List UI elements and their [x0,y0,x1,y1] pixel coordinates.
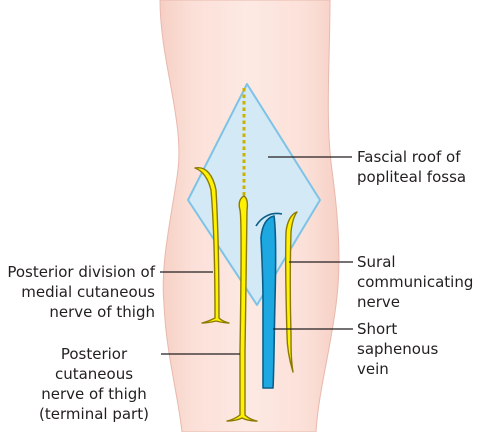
vein-upper-edge-icon [255,212,283,227]
label-short-saphenous-vein: Short saphenous vein [357,320,439,378]
label-posterior-cutaneous: Posterior cutaneous nerve of thigh (term… [39,345,149,423]
short-saphenous-vein [260,215,277,389]
sural-communicating-nerve [284,211,298,373]
label-fascial-roof: Fascial roof of popliteal fossa [357,148,467,186]
medial-cutaneous-nerve [194,167,230,324]
label-posterior-division: Posterior division of medial cutaneous n… [7,263,155,321]
label-sural-nerve: Sural communicating nerve [357,253,474,311]
leader-lines [160,156,353,355]
posterior-cutaneous-nerve [226,195,258,422]
